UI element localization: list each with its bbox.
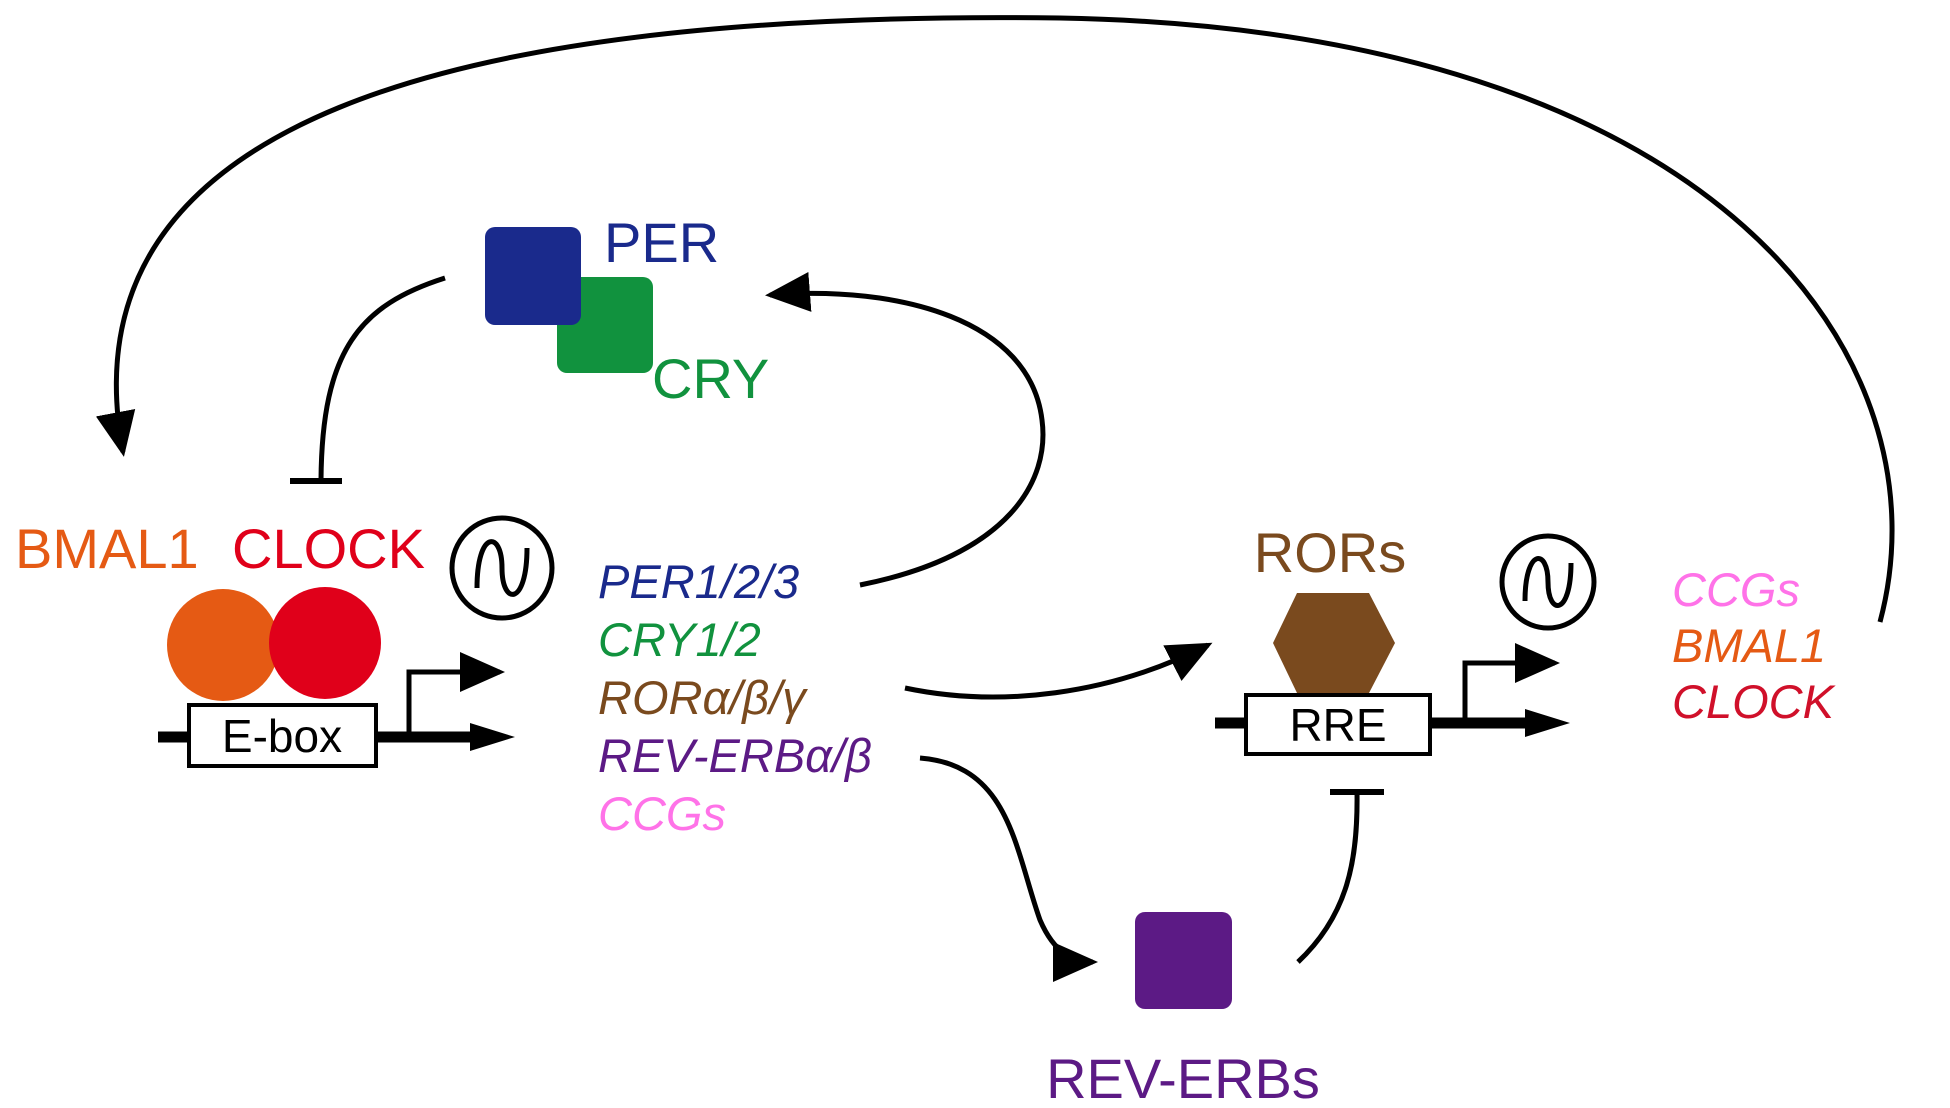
rre-target-genes: CCGs BMAL1 CLOCK bbox=[1672, 563, 1837, 728]
ebox-box bbox=[187, 703, 378, 768]
reverbs-label: REV-ERBs bbox=[1046, 1047, 1320, 1108]
oscillation-icon bbox=[449, 515, 555, 621]
feedback-arc-arrow bbox=[95, 15, 1895, 623]
gene-clock: CLOCK bbox=[1672, 675, 1837, 728]
rors-label: RORs bbox=[1254, 521, 1406, 584]
gene-per: PER1/2/3 bbox=[598, 555, 799, 608]
bmal1-label: BMAL1 bbox=[15, 517, 199, 580]
reverb-inhibition-line bbox=[1296, 791, 1360, 964]
gene-bmal1: BMAL1 bbox=[1672, 619, 1826, 672]
reverbs-protein bbox=[1135, 912, 1232, 1009]
ebox-label: E-box bbox=[222, 710, 342, 762]
per-protein bbox=[485, 227, 581, 325]
clock-label: CLOCK bbox=[232, 517, 425, 580]
gene-ccgs: CCGs bbox=[598, 787, 726, 840]
gene-ccgs: CCGs bbox=[1672, 563, 1800, 616]
cry-label: CRY bbox=[652, 347, 769, 410]
reverb-translation-arrow bbox=[919, 755, 1098, 982]
oscillation-icon bbox=[1499, 533, 1597, 631]
rre-box bbox=[1244, 693, 1432, 756]
rors-protein bbox=[1273, 593, 1395, 693]
dna-strand-arrowhead bbox=[470, 723, 515, 751]
per-cry-inhibition-line bbox=[318, 275, 446, 481]
gene-cry: CRY1/2 bbox=[598, 613, 761, 666]
gene-reverb: REV-ERBα/β bbox=[598, 729, 872, 782]
dna-strand-arrowhead bbox=[1525, 709, 1570, 737]
per-translation-arrow bbox=[765, 272, 1046, 588]
bmal1-protein bbox=[167, 589, 279, 701]
transcription-start-arrow bbox=[1462, 643, 1560, 723]
ebox-target-genes: PER1/2/3 CRY1/2 RORα/β/γ REV-ERBα/β CCGs bbox=[598, 555, 872, 840]
rre-label: RRE bbox=[1289, 699, 1386, 751]
ror-translation-arrow bbox=[904, 642, 1213, 700]
transcription-start-arrow bbox=[406, 652, 505, 737]
gene-ror: RORα/β/γ bbox=[598, 671, 808, 724]
rre-promoter: RRE bbox=[1215, 643, 1570, 756]
per-label: PER bbox=[604, 211, 719, 274]
ebox-promoter: E-box bbox=[158, 652, 515, 768]
clock-protein bbox=[269, 587, 381, 699]
